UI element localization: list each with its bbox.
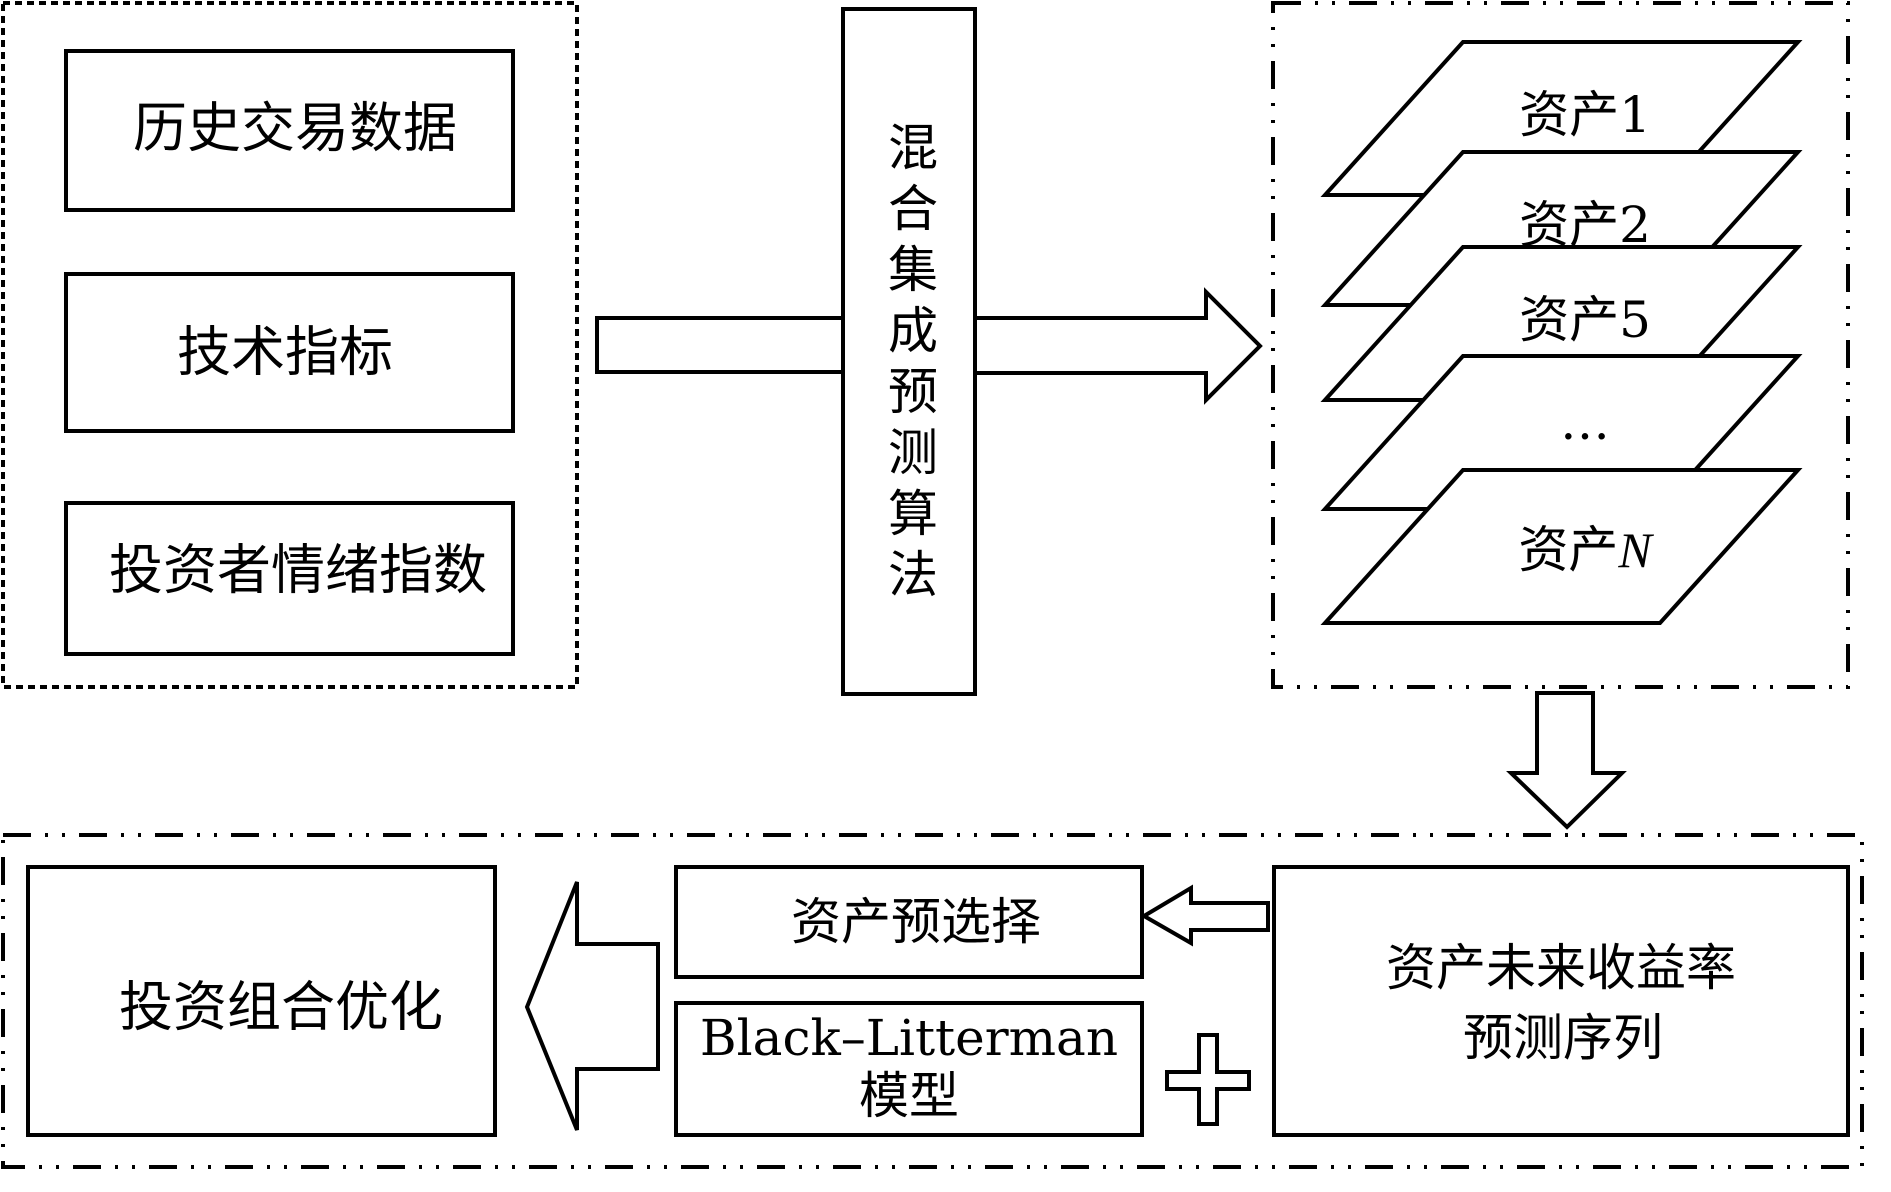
black-litterman-box: Black–Litterman 模型	[674, 1001, 1144, 1137]
arrow-to-optimization	[524, 881, 660, 1131]
black-litterman-label-line2: 模型	[859, 1067, 959, 1125]
asset-layers: 资产1 资产2 资产5 … 资产N	[1320, 40, 1803, 625]
input-box-trade-data: 历史交易数据	[64, 49, 515, 212]
asset-layer-label: 资产N	[1518, 521, 1654, 579]
asset-layer-label: 资产1	[1519, 86, 1651, 144]
asset-layer-label: 资产2	[1519, 196, 1651, 254]
black-litterman-label-line1: Black–Litterman	[700, 1009, 1118, 1067]
forecast-label-line2: 预测序列	[1463, 1009, 1663, 1067]
forecast-series-box: 资产未来收益率 预测序列	[1272, 865, 1850, 1137]
bottom-group-container	[1, 833, 1864, 1169]
input-label-technical-indicators: 技术指标	[177, 321, 393, 384]
asset-preselection-label: 资产预选择	[791, 893, 1041, 951]
algorithm-label-char: 算	[888, 485, 938, 543]
asset-layer-shape	[1320, 468, 1803, 625]
input-label-sentiment-index: 投资者情绪指数	[109, 539, 487, 602]
algorithm-label-char: 法	[888, 546, 938, 604]
algorithm-label-char: 集	[888, 241, 938, 299]
input-label-trade-data: 历史交易数据	[133, 97, 457, 160]
forecast-label-line1: 资产未来收益率	[1386, 939, 1736, 997]
asset-preselection-box: 资产预选择	[674, 865, 1144, 979]
portfolio-optimization-label: 投资组合优化	[119, 976, 443, 1039]
arrow-out-of-algorithm	[973, 287, 1263, 405]
input-box-sentiment-index: 投资者情绪指数	[64, 501, 515, 656]
asset-layer-label: 资产5	[1519, 291, 1651, 349]
algorithm-label-char: 预	[888, 363, 938, 421]
algorithm-label-char: 合	[888, 180, 938, 238]
input-box-technical-indicators: 技术指标	[64, 272, 515, 433]
algorithm-label-char: 混	[888, 119, 938, 177]
arrow-into-algorithm	[595, 316, 845, 374]
input-group-container	[1, 1, 579, 689]
algorithm-label-char: 成	[888, 302, 938, 360]
asset-stack-container	[1271, 1, 1850, 689]
arrow-to-preselection	[1140, 884, 1270, 947]
asset-layer: 资产N	[1320, 468, 1803, 625]
asset-layer-label: …	[1560, 393, 1610, 451]
arrow-down-to-forecast	[1506, 691, 1627, 830]
portfolio-optimization-box: 投资组合优化	[26, 865, 497, 1137]
plus-icon	[1165, 1033, 1251, 1126]
algorithm-label-char: 测	[888, 424, 938, 482]
